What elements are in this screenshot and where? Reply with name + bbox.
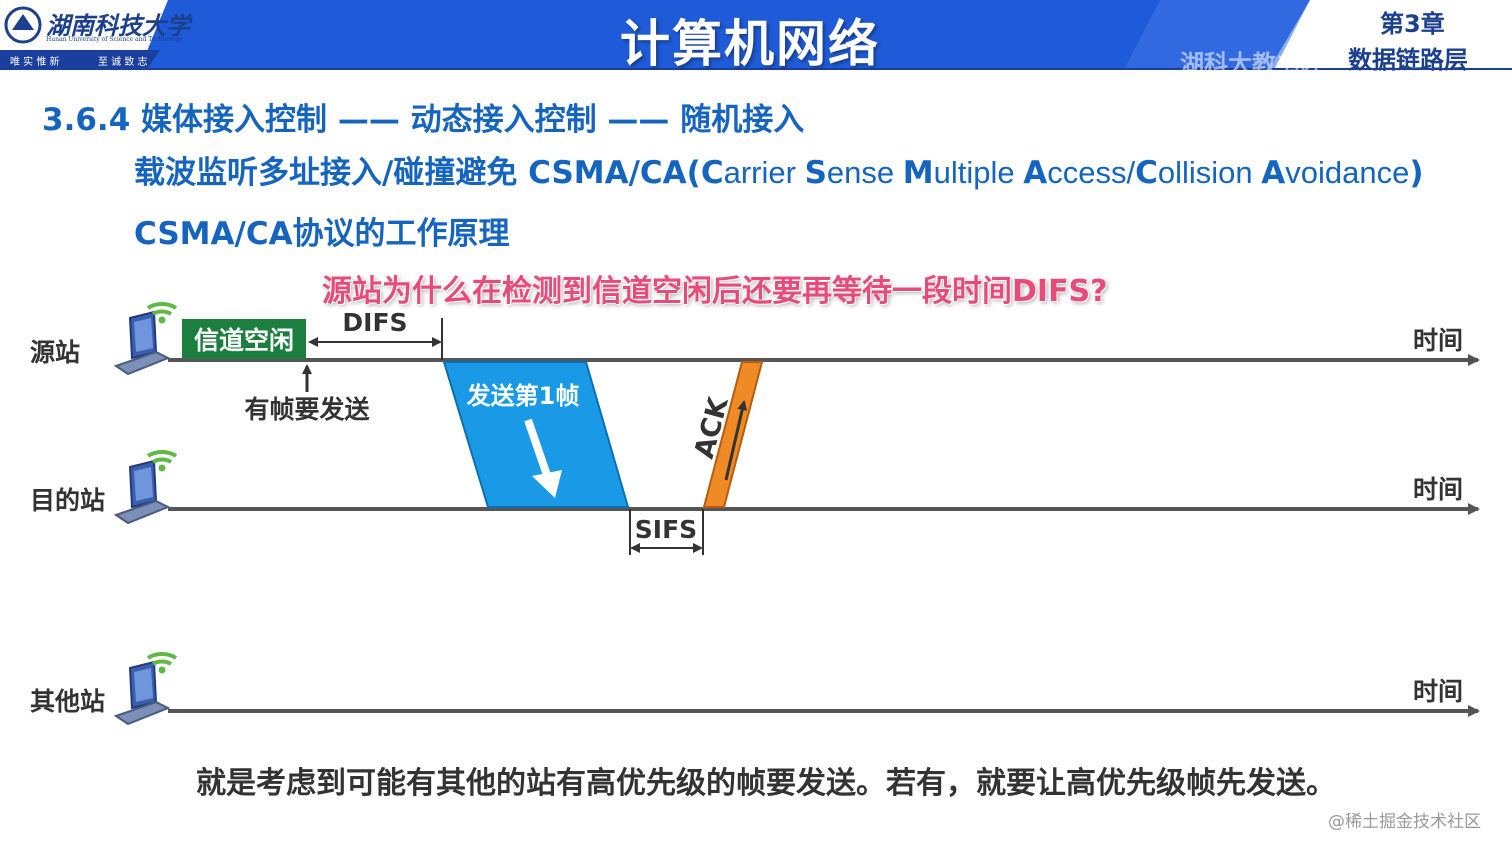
channel-idle-box (182, 319, 306, 359)
slide-header: 湖南科技大学 Hunan University of Science and T… (0, 0, 1512, 78)
chapter-label: 第3章 (1380, 10, 1445, 38)
acronym-rest: ultiple (933, 155, 1024, 190)
time-label-source: 时间 (1413, 326, 1464, 355)
acronym-rest: ense (826, 155, 903, 190)
acronym-rest: arrier (723, 155, 805, 190)
principle-heading: CSMA/CA协议的工作原理 (134, 216, 510, 252)
frame-label: 发送第1帧 (466, 382, 580, 410)
protocol-heading-zh: 载波监听多址接入/碰撞避免 CSMA/CA( (134, 155, 701, 191)
page-title: 计算机网络 (620, 15, 880, 73)
acronym-initial: S (804, 155, 827, 191)
acronym-rest: ollision (1157, 155, 1262, 190)
frame-down-arrow-icon (524, 418, 552, 480)
acronym-rest: voidance (1285, 155, 1410, 190)
frame-ready-label: 有帧要发送 (244, 395, 369, 424)
university-logo-icon (4, 6, 42, 44)
acronym-initial: C (700, 155, 724, 191)
time-label-other: 时间 (1413, 677, 1464, 706)
acronym-initial: A (1261, 155, 1286, 191)
header-banner (0, 0, 1512, 70)
station-label-source: 源站 (30, 338, 81, 367)
difs-label: DIFS (342, 308, 407, 337)
ack-up-arrow-icon (724, 400, 748, 481)
university-name: 湖南科技大学 (46, 11, 190, 40)
ack-transmission-shape (702, 361, 764, 508)
footer-watermark: @稀土掘金技术社区 (1328, 812, 1481, 832)
question-text: 源站为什么在检测到信道空闲后还要再等待一段时间DIFS? (322, 274, 1108, 309)
station-label-destination: 目的站 (30, 486, 106, 515)
chapter-subtitle: 数据链路层 (1348, 46, 1468, 74)
time-label-destination: 时间 (1413, 475, 1464, 504)
station-label-other: 其他站 (30, 687, 106, 716)
header-watermark: 湖科大教书匠 (1180, 50, 1324, 78)
acronym-initial: C (1135, 155, 1158, 191)
section-heading: 3.6.4 媒体接入控制 —— 动态接入控制 —— 随机接入 (42, 102, 805, 138)
acronym-initial: M (902, 155, 934, 191)
sifs-label: SIFS (635, 515, 697, 544)
answer-text: 就是考虑到可能有其他的站有高优先级的帧要发送。若有，就要让高优先级帧先发送。 (196, 766, 1336, 801)
protocol-heading-en: Carrier Sense Multiple Access/Collision … (701, 155, 1409, 191)
motto-left: 唯 实 惟 新 (10, 57, 60, 68)
protocol-heading-close: ) (1409, 155, 1424, 191)
channel-idle-label: 信道空闲 (194, 326, 294, 355)
acronym-initial: A (1023, 155, 1048, 191)
protocol-heading: 载波监听多址接入/碰撞避免 CSMA/CA(Carrier Sense Mult… (134, 147, 1423, 192)
acronym-rest: ccess/ (1047, 155, 1136, 190)
motto-right: 至 诚 致 志 (98, 57, 148, 68)
university-name-en: Hunan University of Science and Technolo… (46, 36, 183, 43)
